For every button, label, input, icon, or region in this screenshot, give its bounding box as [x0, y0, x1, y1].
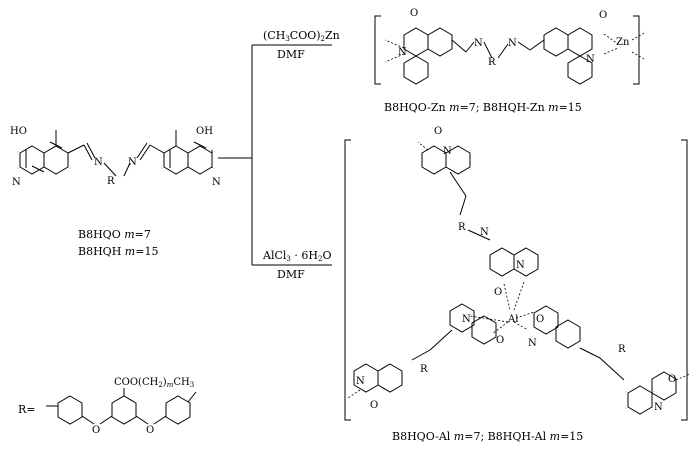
zn-metal: Zn [616, 37, 630, 48]
zn-product-label: B8HQO-Zn m=7; B8HQH-Zn m=15 [384, 101, 582, 114]
zn-n-right: N [586, 54, 595, 65]
r-group-o-left: O [92, 425, 100, 436]
al-product-label: B8HQO-Al m=7; B8HQH-Al m=15 [392, 430, 583, 443]
al-top-r: R [458, 222, 466, 233]
ligand-n-right: N [212, 177, 221, 188]
al-o-right: O [536, 314, 544, 325]
zn-o-right: O [599, 10, 607, 21]
al-top-o: O [434, 126, 442, 137]
zn-r: R [488, 57, 496, 68]
al-right-o: O [668, 374, 676, 385]
ligand-r: R [107, 176, 115, 187]
al-n-right: N [528, 338, 537, 349]
al-left-o: O [370, 400, 378, 411]
zn-reagent: (CH3COO)2Zn [263, 29, 340, 43]
ligand-label-2: B8HQH m=15 [78, 245, 158, 258]
ligand-imine-n-left: N [94, 157, 103, 168]
al-metal: Al [507, 314, 518, 325]
al-n-left: N [462, 314, 471, 325]
al-top-n: N [443, 146, 452, 157]
al-left-r: R [420, 364, 428, 375]
ligand-oh-right: OH [196, 126, 213, 137]
ligand-structure: HO OH N N N N R [10, 126, 221, 188]
al-left-n: N [356, 376, 365, 387]
ligand-n-left: N [12, 177, 21, 188]
al-top-imine-n: N [480, 227, 489, 238]
al-solvent: DMF [277, 268, 305, 281]
zn-n-left: N [398, 47, 407, 58]
al-right-r: R [618, 344, 626, 355]
reaction-arrows [218, 44, 332, 266]
r-group-structure: R= O O COO(CH2)mCH3 [18, 377, 197, 436]
r-group-ester: COO(CH2)mCH3 [114, 377, 194, 389]
al-o-left: O [496, 335, 504, 346]
ligand-label-1: B8HQO m=7 [78, 228, 151, 241]
r-group-label: R= [18, 403, 36, 416]
al-product-structure: O N R N O N Al N O O N R N O R O N [344, 126, 691, 421]
zn-o-left: O [410, 8, 418, 19]
r-group-o-right: O [146, 425, 154, 436]
zn-product-structure: O N N R N O N Zn [374, 8, 647, 85]
ligand-oh-left: HO [10, 126, 27, 137]
al-o-upper: O [494, 287, 502, 298]
zn-solvent: DMF [277, 48, 305, 61]
al-n-upper: N [516, 260, 525, 271]
zn-imine-n-2: N [508, 38, 517, 49]
ligand-imine-n-right: N [128, 157, 137, 168]
al-right-n: N [654, 402, 663, 413]
zn-imine-n-1: N [474, 38, 483, 49]
al-reagent: AlCl3 · 6H2O [262, 249, 331, 263]
